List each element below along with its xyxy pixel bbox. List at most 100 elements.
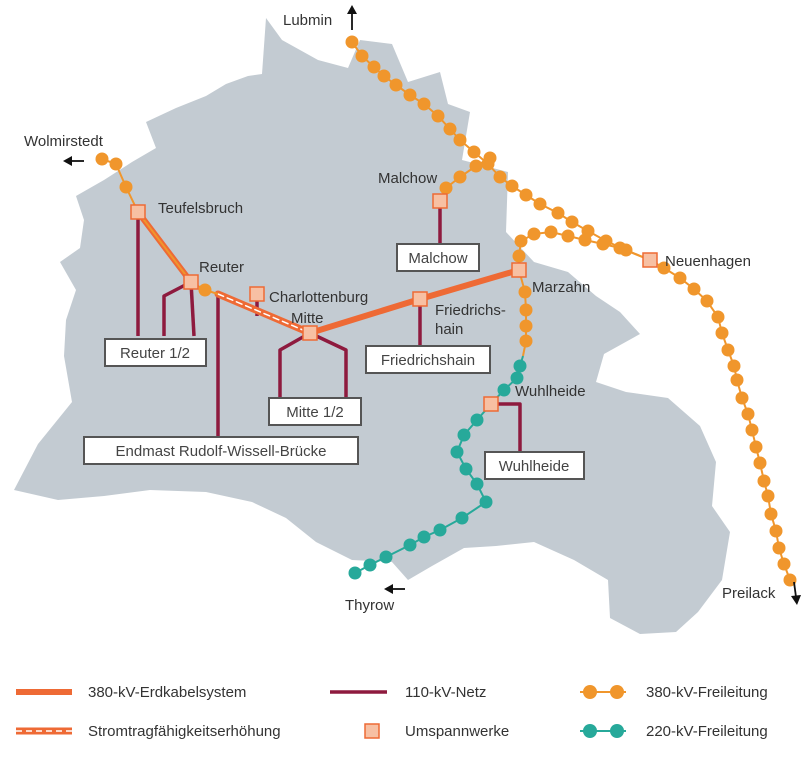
pylon-dot-380 bbox=[519, 319, 533, 333]
pylon-dot-380 bbox=[95, 152, 109, 166]
pylon-dot-380 bbox=[467, 145, 481, 159]
box-malchow-text: Malchow bbox=[408, 250, 467, 267]
legend-cable-380: 380-kV-Erdkabelsystem bbox=[16, 684, 246, 701]
berlin-area-shape bbox=[14, 18, 730, 634]
pylon-dot-380 bbox=[519, 334, 533, 348]
legend-line-220-text: 220-kV-Freileitung bbox=[646, 723, 768, 740]
legend-line-220: 220-kV-Freileitung bbox=[580, 723, 768, 740]
pylon-dot-380 bbox=[783, 573, 797, 587]
pylon-dot-380 bbox=[687, 282, 701, 296]
pylon-dot-380 bbox=[417, 97, 431, 111]
box-wuhlheide: Wuhlheide bbox=[484, 451, 585, 480]
pylon-dot-380 bbox=[439, 181, 453, 195]
line-380-lubmin-neuenhagen bbox=[351, 41, 651, 261]
substation-marzahn[interactable] bbox=[511, 262, 527, 278]
substation-neuenhagen[interactable] bbox=[642, 252, 658, 268]
label-reuter: Reuter bbox=[199, 259, 244, 276]
legend-substations-text: Umspannwerke bbox=[405, 723, 509, 740]
pylon-dot-220 bbox=[417, 530, 431, 544]
legend: 380-kV-Erdkabelsystem Stromtragfähigkeit… bbox=[16, 684, 768, 740]
box-wuhlheide-text: Wuhlheide bbox=[499, 458, 570, 475]
box-mitte-text: Mitte 1/2 bbox=[286, 404, 344, 421]
pylon-dot-380 bbox=[505, 179, 519, 193]
pylon-dot-380 bbox=[772, 541, 786, 555]
pylon-dot-380 bbox=[700, 294, 714, 308]
pylon-dot-220 bbox=[510, 371, 524, 385]
pylon-dot-380 bbox=[469, 159, 483, 173]
pylon-dot-380 bbox=[596, 237, 610, 251]
arrow-up-icon bbox=[347, 5, 357, 30]
pylon-dot-380 bbox=[753, 456, 767, 470]
pylon-dot-380 bbox=[109, 157, 123, 171]
pylon-dot-220 bbox=[497, 383, 511, 397]
overhead-lines bbox=[95, 35, 797, 587]
pylon-dot-380 bbox=[565, 215, 579, 229]
pylon-dot-380 bbox=[345, 35, 359, 49]
pylon-dot-220 bbox=[470, 477, 484, 491]
pylon-dot-380 bbox=[514, 234, 528, 248]
box-reuter-text: Reuter 1/2 bbox=[120, 345, 190, 362]
pylon-dot-380 bbox=[613, 241, 627, 255]
label-friedrichshain-line1: Friedrichs- bbox=[435, 302, 506, 319]
box-endmast: Endmast Rudolf-Wissell-Brücke bbox=[83, 436, 359, 465]
arrow-down-icon bbox=[791, 581, 801, 605]
substation-reuter[interactable] bbox=[183, 274, 199, 290]
pylon-dot-380 bbox=[657, 261, 671, 275]
pylon-dot-380 bbox=[735, 391, 749, 405]
legend-net-110: 110-kV-Netz bbox=[330, 684, 486, 701]
pylon-dot-380 bbox=[769, 524, 783, 538]
pylon-dot-380 bbox=[527, 227, 541, 241]
pylon-dot-380 bbox=[519, 303, 533, 317]
pylon-dot-220 bbox=[470, 413, 484, 427]
pylon-dot-220 bbox=[363, 558, 377, 572]
pylon-dot-380 bbox=[777, 557, 791, 571]
label-neuenhagen: Neuenhagen bbox=[665, 253, 751, 270]
pylon-dot-380 bbox=[389, 78, 403, 92]
substation-charlottenburg[interactable] bbox=[249, 286, 265, 302]
pylon-dot-380 bbox=[764, 507, 778, 521]
label-friedrichshain-line2: hain bbox=[435, 321, 463, 338]
pylon-dot-380 bbox=[544, 225, 558, 239]
pylon-dot-380 bbox=[757, 474, 771, 488]
pylon-dot-220 bbox=[479, 495, 493, 509]
label-mitte: Mitte bbox=[291, 310, 324, 327]
box-friedrichshain: Friedrichshain bbox=[365, 345, 491, 374]
direction-arrows bbox=[63, 5, 801, 605]
box-reuter: Reuter 1/2 bbox=[104, 338, 207, 367]
legend-cable-380-text: 380-kV-Erdkabelsystem bbox=[88, 684, 246, 701]
pylon-dot-220 bbox=[379, 550, 393, 564]
pylon-dot-380 bbox=[493, 170, 507, 184]
pylon-dot-380 bbox=[198, 283, 212, 297]
pylon-dot-380 bbox=[431, 109, 445, 123]
arrow-left-icon bbox=[63, 156, 84, 166]
pylon-dot-380 bbox=[761, 489, 775, 503]
pylon-dot-380 bbox=[749, 440, 763, 454]
pylon-dot-380 bbox=[443, 122, 457, 136]
pylon-dot-380 bbox=[533, 197, 547, 211]
pylon-dot-380 bbox=[711, 310, 725, 324]
legend-upgrade: Stromtragfähigkeitserhöhung bbox=[16, 723, 281, 740]
substation-mitte[interactable] bbox=[302, 325, 318, 341]
pylon-dot-220 bbox=[450, 445, 464, 459]
substation-malchow[interactable] bbox=[432, 193, 448, 209]
pylon-dot-380 bbox=[453, 133, 467, 147]
substation-wuhlheide[interactable] bbox=[483, 396, 499, 412]
pylon-dot-220 bbox=[455, 511, 469, 525]
pylon-dot-380 bbox=[721, 343, 735, 357]
pylon-dot-220 bbox=[403, 538, 417, 552]
legend-line-380-text: 380-kV-Freileitung bbox=[646, 684, 768, 701]
pylon-dot-380 bbox=[453, 170, 467, 184]
pylon-dot-380 bbox=[512, 249, 526, 263]
label-marzahn: Marzahn bbox=[532, 279, 590, 296]
pylon-dot-380 bbox=[715, 326, 729, 340]
pylon-dot-220 bbox=[457, 428, 471, 442]
pylon-dot-380 bbox=[518, 285, 532, 299]
pylon-dot-220 bbox=[433, 523, 447, 537]
substation-friedrichshain[interactable] bbox=[412, 291, 428, 307]
substation-teufelsbruch[interactable] bbox=[130, 204, 146, 220]
pylon-dot-380 bbox=[519, 188, 533, 202]
legend-upgrade-text: Stromtragfähigkeitserhöhung bbox=[88, 723, 281, 740]
label-charlottenburg: Charlottenburg bbox=[269, 289, 368, 306]
pylon-dot-220 bbox=[513, 359, 527, 373]
